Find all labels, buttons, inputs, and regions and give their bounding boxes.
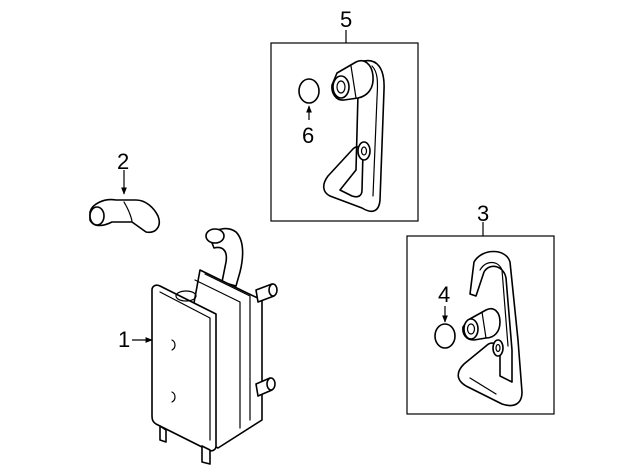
oil-cooler-hose-3[interactable] (457, 250, 523, 407)
callout-1: 1 (118, 327, 131, 352)
oil-cooler-hose-5[interactable] (322, 59, 385, 213)
hose-fitting-3 (462, 307, 501, 341)
hose-clip-3 (492, 339, 504, 357)
cooler-inlet-pipe (205, 227, 244, 287)
cooler-stud-lower (255, 377, 276, 397)
hose-fitting-5 (331, 60, 374, 101)
o-ring-4[interactable] (434, 323, 456, 349)
oil-cooler-1[interactable] (151, 227, 278, 465)
callout-2: 2 (117, 149, 130, 174)
cooler-bottom-tabs (159, 425, 211, 465)
callout-4: 4 (438, 282, 451, 307)
coolant-hose-2[interactable] (89, 198, 161, 234)
hose-clip-5 (357, 141, 371, 161)
callout-6: 6 (302, 123, 315, 148)
o-ring-6[interactable] (298, 78, 320, 104)
cooler-stud-upper (255, 283, 278, 303)
callout-3: 3 (477, 201, 490, 226)
callout-5: 5 (340, 7, 353, 32)
